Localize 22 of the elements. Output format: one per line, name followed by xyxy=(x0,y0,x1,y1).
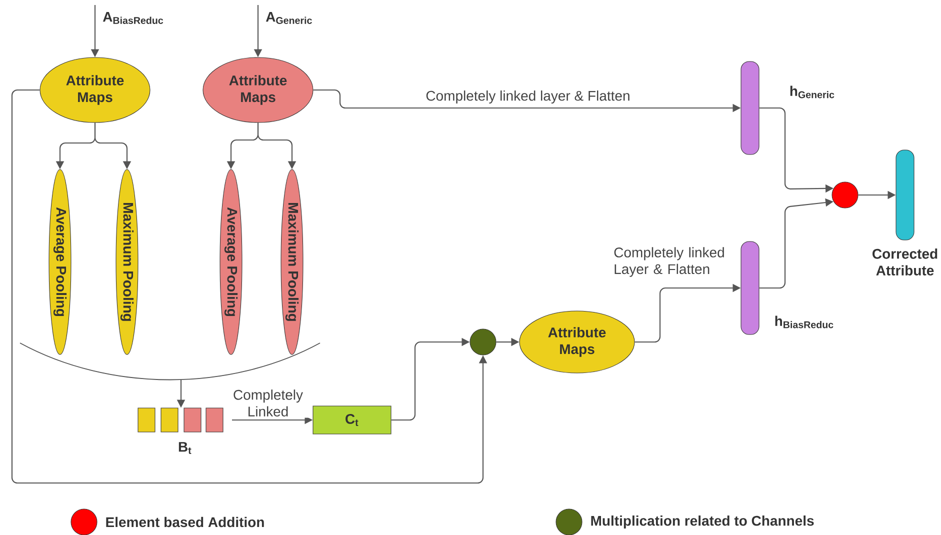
edge-label: Completely linked layer & Flatten xyxy=(424,89,632,105)
node-caption: Corrected Attribute xyxy=(872,248,938,276)
ellipse-node: Attribute Maps xyxy=(202,57,314,123)
ellipse-node: Attribute Maps xyxy=(519,310,635,374)
operator-circle xyxy=(832,182,858,208)
edge-label: $\mathbf{A}_{\mathbf{BiasReduc}}$ xyxy=(101,10,166,26)
node-caption: $\mathbf{h}_{\mathbf{Generic}}$ xyxy=(790,86,834,98)
edge-label: Completely Linked xyxy=(226,388,310,418)
node-caption: B$_{t}$ xyxy=(178,442,192,454)
operator-circle xyxy=(470,328,496,356)
ellipse-node: Attribute Maps xyxy=(40,57,150,123)
bracket xyxy=(20,342,320,380)
vector-bar xyxy=(740,241,760,335)
vector-bar xyxy=(896,150,914,240)
legend-text: Multiplication related to Channels xyxy=(591,515,814,529)
edge-label: Completely linked Layer & Flatten xyxy=(612,246,735,278)
legend-text: Element based Addition xyxy=(106,516,264,528)
process-box: C$_{t}$ xyxy=(312,406,392,434)
squares-drawing xyxy=(138,408,224,432)
edge-label: $\mathbf{A}_{\mathbf{Generic}}$ xyxy=(264,10,314,26)
vector-bar xyxy=(740,61,760,155)
node-caption: $\mathbf{h}_{\mathbf{BiasReduc}}$ xyxy=(775,316,834,328)
